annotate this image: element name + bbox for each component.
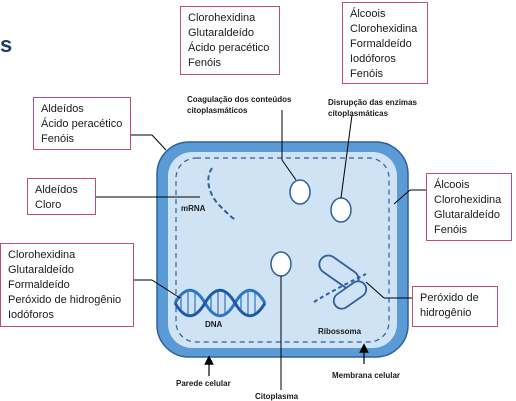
box-top-right: Álcoois Clorohexidina Formaldeído Iodófo… (342, 2, 428, 84)
vesicle-2 (330, 197, 352, 223)
box-line: Ácido peracético (41, 118, 123, 130)
box-line: Fenóis (434, 224, 468, 236)
box-line: Glutaraldeído (434, 209, 501, 221)
label-mrna: mRNA (181, 204, 206, 213)
box-line: Fenóis (41, 133, 75, 145)
box-line: Clorohexidina (188, 12, 256, 24)
box-line: Clorohexidina (350, 23, 418, 35)
box-line: Clorohexidina (8, 249, 76, 261)
mrna-strand (207, 167, 237, 221)
box-line: Formaldeído (350, 38, 412, 50)
box-line: Glutaraldeído (188, 27, 255, 39)
box-top-center: Clorohexidina Glutaraldeído Ácido peracé… (180, 6, 280, 75)
box-line: Fenóis (188, 57, 222, 69)
box-mid-left: Aldeídos Cloro (27, 178, 96, 215)
box-lower-left: Clorohexidina Glutaraldeído Formaldeído … (0, 243, 134, 327)
vesicle-1 (289, 179, 311, 205)
label-cytoplasm: Citoplasma (255, 392, 299, 401)
label-ribosome: Ribossoma (318, 327, 362, 336)
box-line: Cloro (35, 199, 62, 211)
ribosome (313, 254, 368, 310)
box-line: Ácido peracético (188, 42, 270, 54)
label-disruption: Disrupção das enzimas citoplasmáticas (328, 97, 417, 119)
cropped-heading-fragment: s (0, 32, 13, 57)
vesicle-3 (270, 251, 292, 277)
box-line: Álcoois (434, 179, 470, 191)
label-coagulation: Coagulação dos conteúdos citoplasmáticos (187, 94, 291, 116)
label-line: Disrupção das enzimas (328, 98, 417, 107)
label-dna: DNA (205, 320, 223, 329)
box-line: hidrogênio (420, 307, 472, 319)
box-line: Aldeídos (35, 184, 78, 196)
label-cell-wall: Parede celular (176, 379, 231, 388)
box-line: Peróxido de hidrogênio (8, 294, 122, 306)
label-line: citoplasmáticos (187, 106, 248, 115)
label-line: Coagulação dos conteúdos (187, 95, 292, 104)
label-cell-membrane: Membrana celular (332, 371, 401, 380)
box-lower-right: Peróxido de hidrogênio (412, 286, 498, 327)
box-line: Glutaraldeído (8, 264, 75, 276)
box-line: Álcoois (350, 8, 386, 20)
dna-helix (173, 288, 267, 318)
box-line: Clorohexidina (434, 194, 502, 206)
box-line: Iodóforos (8, 309, 54, 321)
label-line: citoplasmáticas (328, 109, 389, 118)
box-line: Fenóis (350, 68, 384, 80)
box-line: Iodóforos (350, 53, 396, 65)
box-upper-left: Aldeídos Ácido peracético Fenóis (33, 97, 131, 150)
box-line: Peróxido de (420, 292, 479, 304)
box-right: Álcoois Clorohexidina Glutaraldeído Fenó… (426, 173, 512, 241)
cytoplasm (168, 152, 397, 348)
box-line: Aldeídos (41, 103, 84, 115)
box-line: Formaldeído (8, 279, 70, 291)
